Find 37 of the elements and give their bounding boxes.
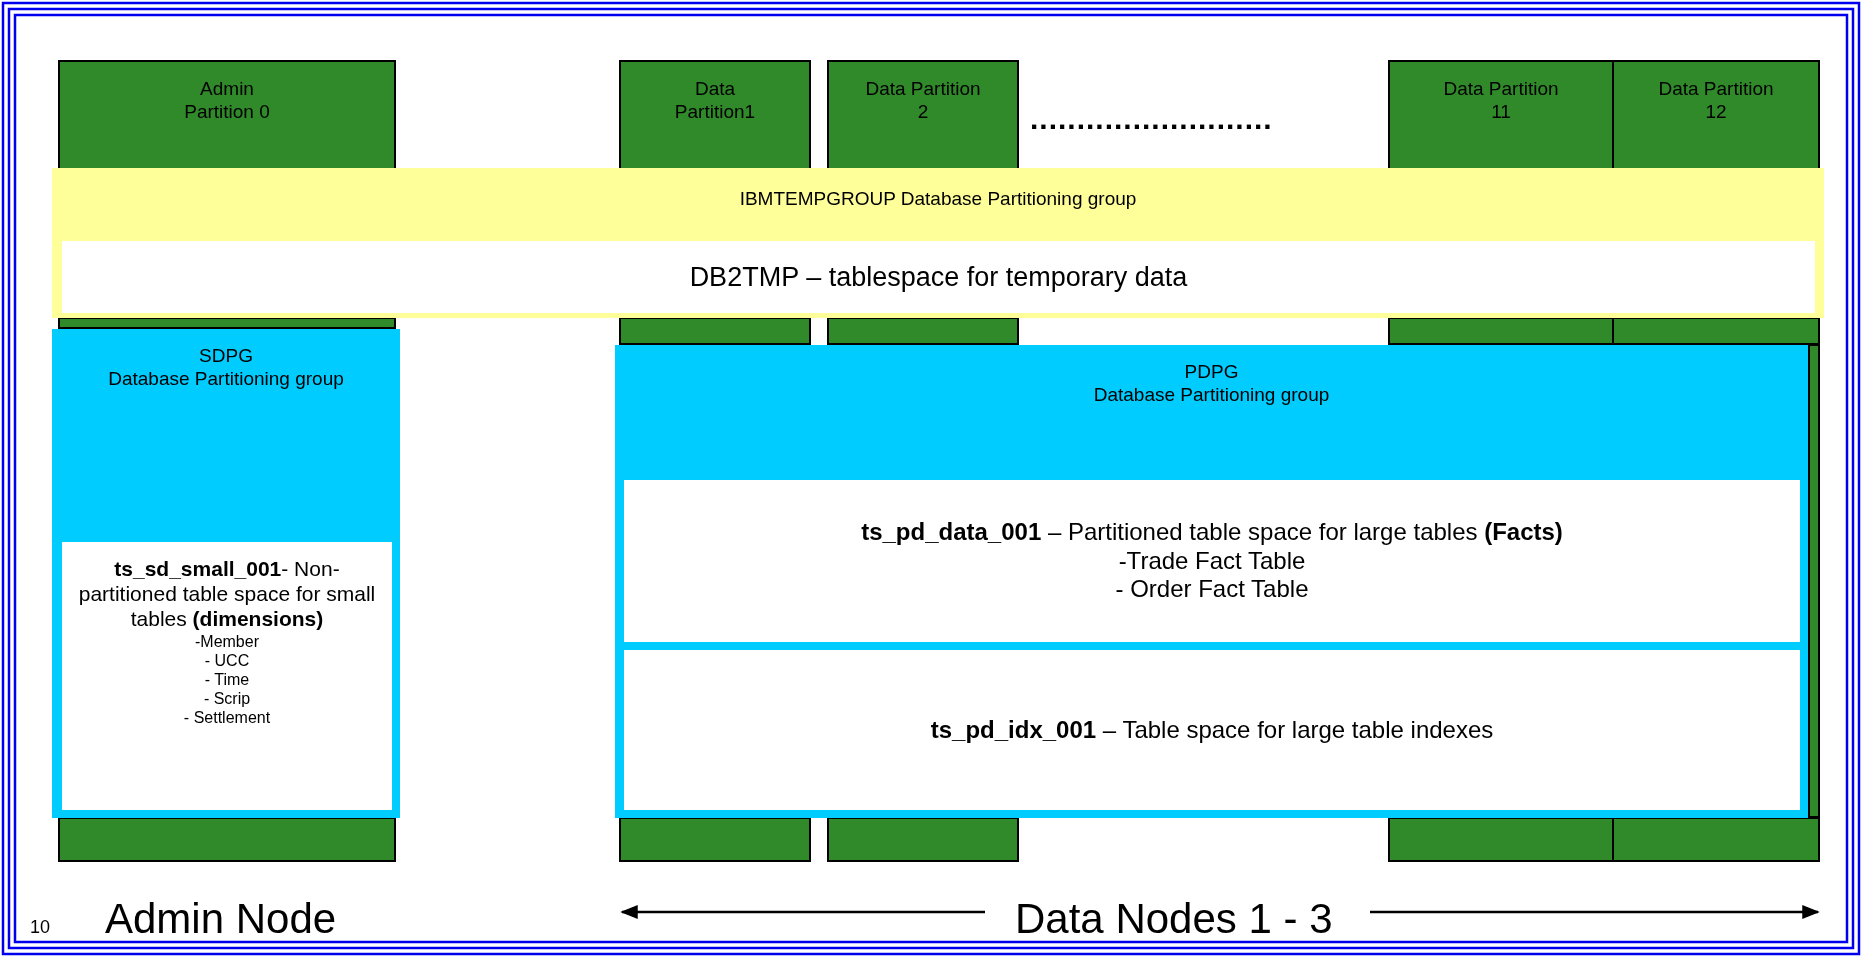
tablespace-box <box>624 650 1800 810</box>
partition-column <box>58 60 396 168</box>
ellipsis-dots: .......................... <box>1030 104 1273 134</box>
list-item: - Scrip <box>203 689 251 709</box>
partition-column <box>827 60 1019 168</box>
node-label: Admin Partition 0 <box>183 78 271 124</box>
node-label: IBMTEMPGROUP Database Partitioning group <box>739 188 1137 211</box>
section-label: Data Nodes 1 - 3 <box>1015 898 1333 940</box>
node-label: Data Partition 2 <box>864 78 982 124</box>
page-number: 10 <box>30 918 51 936</box>
tablespace-box <box>624 480 1800 642</box>
node-subtitle: Database Partitioning group <box>108 367 344 391</box>
node-label: Data Partition 11 <box>1442 78 1560 124</box>
node-label: DB2TMP – tablespace for temporary data <box>689 260 1188 294</box>
node-label: Data Partition 12 <box>1657 78 1775 124</box>
list-item: - Order Fact Table <box>1115 575 1309 605</box>
node-subtitle: Database Partitioning group <box>1093 383 1330 407</box>
partition-group-box <box>615 345 1808 818</box>
node-label: ts_sd_small_001- Non-partitioned table space for small tables (dimensions) <box>77 556 377 632</box>
partition-group-band <box>52 168 1824 318</box>
node-label: ts_pd_data_001 – Partitioned table space for large tables (Facts) <box>861 517 1563 547</box>
list-item: -Trade Fact Table <box>1118 546 1306 576</box>
partition-column <box>1612 60 1820 168</box>
list-item: - Time <box>204 669 250 690</box>
tablespace-box <box>62 241 1815 313</box>
node-label: SDPG <box>199 345 253 368</box>
node-label: ts_pd_idx_001 – Table space for large table indexes <box>930 715 1494 745</box>
list-item: -Member <box>195 631 259 651</box>
partition-group-box <box>52 329 400 818</box>
partition-column <box>619 60 811 168</box>
node-label: Data Partition1 <box>673 78 757 124</box>
list-item: - UCC <box>204 650 250 670</box>
node-label: PDPG <box>1184 361 1239 384</box>
tablespace-box <box>62 542 392 810</box>
partition-column <box>1388 60 1614 168</box>
section-label: Admin Node <box>105 898 337 940</box>
list-item: - Settlement <box>183 708 271 728</box>
